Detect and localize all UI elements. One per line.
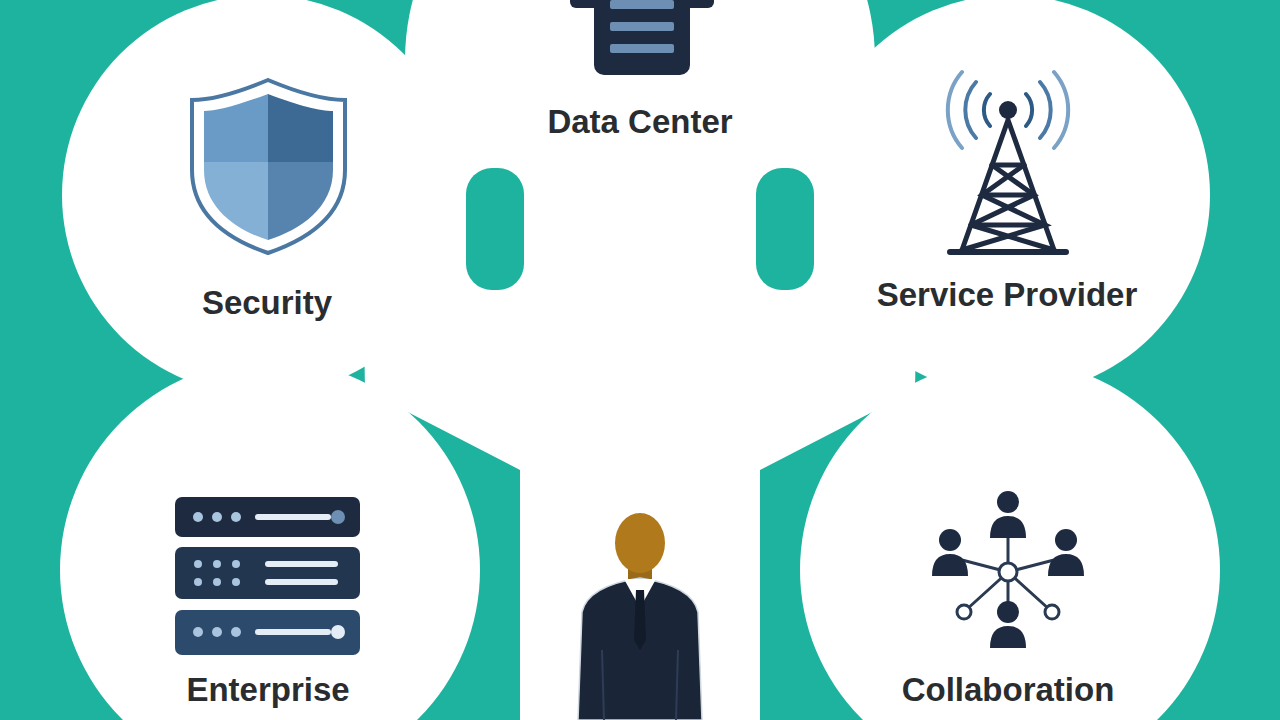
tower-icon-part xyxy=(950,249,1066,255)
server-rack-icon-part xyxy=(258,517,335,632)
tower-icon-part xyxy=(965,82,1050,138)
cloud-notch xyxy=(466,168,814,290)
server-rack-icon-part-part xyxy=(194,560,202,568)
collaboration-icon-part-part xyxy=(962,528,1054,610)
server-rack-icon-part-part xyxy=(231,627,241,637)
person-figure xyxy=(578,513,702,720)
topic-area: Enterprise xyxy=(178,667,357,713)
server-rack-icon xyxy=(175,497,360,655)
server-rack-icon-part-part xyxy=(212,627,222,637)
server-rack-icon-part xyxy=(193,512,241,637)
server-rack-icon-part-part xyxy=(194,578,202,586)
server-rack-icon-part-part xyxy=(258,514,328,520)
shield-icon-part xyxy=(200,90,338,244)
server-rack-icon-part-part xyxy=(232,578,240,586)
person-figure-part xyxy=(602,650,678,720)
collaboration-icon-part-part xyxy=(1048,554,1084,576)
collaboration-icon-part xyxy=(957,605,971,619)
person-figure-part xyxy=(634,590,646,650)
server-rack-icon-part-part xyxy=(213,578,221,586)
collaboration-icon-part xyxy=(932,491,1084,648)
cloud-shape-part xyxy=(360,100,920,720)
server-icon-part xyxy=(610,0,674,9)
server-icon-part xyxy=(610,22,674,31)
server-rack-icon-part-part xyxy=(268,579,335,585)
topic-area: Service Provider xyxy=(869,272,1146,318)
collaboration-icon-part-part xyxy=(997,601,1019,623)
collaboration-icon-part xyxy=(1045,605,1059,619)
server-icon-part xyxy=(594,0,690,75)
tower-icon xyxy=(948,72,1068,252)
server-rack-icon-part xyxy=(175,497,360,537)
server-icon xyxy=(570,0,714,75)
shield-icon-part-part xyxy=(268,90,338,162)
cloud-shape xyxy=(60,0,1220,720)
area-label: Enterprise xyxy=(186,671,349,709)
cloud-notch-part xyxy=(756,168,814,290)
cloud-notch-part xyxy=(466,168,524,290)
server-rack-icon-part-part xyxy=(268,561,335,567)
collaboration-icon xyxy=(932,491,1084,648)
area-label: Service Provider xyxy=(877,276,1138,314)
tower-icon-part xyxy=(948,72,1068,148)
shield-icon-part-part xyxy=(200,90,268,162)
server-rack-icon-part-part xyxy=(193,512,203,522)
shield-icon-part-part xyxy=(268,162,338,244)
area-label: Data Center xyxy=(547,103,732,141)
server-rack-icon-part-part xyxy=(258,629,328,635)
server-rack-icon-part-part xyxy=(232,560,240,568)
server-icon-part xyxy=(610,44,674,53)
collaboration-icon-part-part xyxy=(1055,529,1077,551)
collaboration-icon-part-part xyxy=(990,626,1026,648)
shield-icon-part-part xyxy=(200,162,268,244)
server-rack-icon-part-part xyxy=(231,512,241,522)
person-figure-part xyxy=(615,513,665,573)
area-label: Security xyxy=(202,284,332,322)
shield-icon xyxy=(192,80,345,253)
server-rack-icon-part-part xyxy=(212,512,222,522)
collaboration-icon-part-part xyxy=(939,529,961,551)
server-rack-icon-part xyxy=(331,510,345,524)
topic-area: Collaboration xyxy=(894,667,1123,713)
person-figure-part xyxy=(578,578,702,720)
topic-area: Data Center xyxy=(539,99,740,145)
collaboration-icon-part xyxy=(962,528,1054,610)
collaboration-icon-part-part xyxy=(932,554,968,576)
server-rack-icon-part-part xyxy=(193,627,203,637)
server-rack-icon-part-part xyxy=(213,560,221,568)
topic-area: Security xyxy=(194,280,340,326)
tower-icon-part xyxy=(999,101,1017,119)
tower-icon-part xyxy=(962,165,1054,250)
tower-icon-part xyxy=(984,94,1032,126)
server-rack-icon-part xyxy=(175,547,360,599)
area-label: Collaboration xyxy=(902,671,1115,709)
server-rack-icon-part xyxy=(331,625,345,639)
collaboration-icon-part xyxy=(999,563,1017,581)
collaboration-icon-part-part xyxy=(990,516,1026,538)
collaboration-icon-part-part xyxy=(997,491,1019,513)
shield-icon-part xyxy=(192,80,345,253)
server-rack-icon-part xyxy=(175,610,360,655)
